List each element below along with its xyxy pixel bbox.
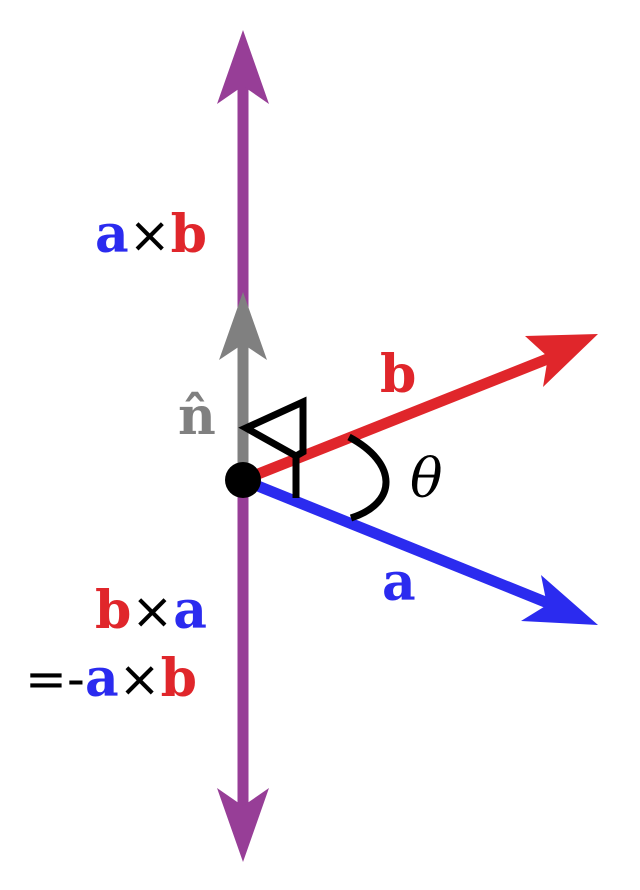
axb-arrowhead-up: [217, 30, 269, 104]
origin-point: [225, 462, 261, 498]
normal-arrowhead: [219, 292, 267, 360]
vector-b-arrowhead: [525, 334, 598, 387]
vector-a-line: [240, 474, 573, 618]
label-b-cross-a: b×a: [95, 580, 207, 641]
label-theta: θ: [410, 447, 443, 510]
label-a-cross-b: a×b: [95, 204, 207, 265]
label-equals-negative-a-cross-b: =-a×b: [25, 648, 197, 709]
label-normal: n̂: [178, 386, 216, 447]
angle-arc: [347, 433, 390, 522]
label-a: a: [382, 552, 416, 613]
flag-symbol: [238, 396, 307, 498]
bxa-arrowhead-down: [217, 788, 269, 862]
label-b: b: [380, 344, 416, 405]
vector-a-arrowhead: [521, 575, 598, 625]
